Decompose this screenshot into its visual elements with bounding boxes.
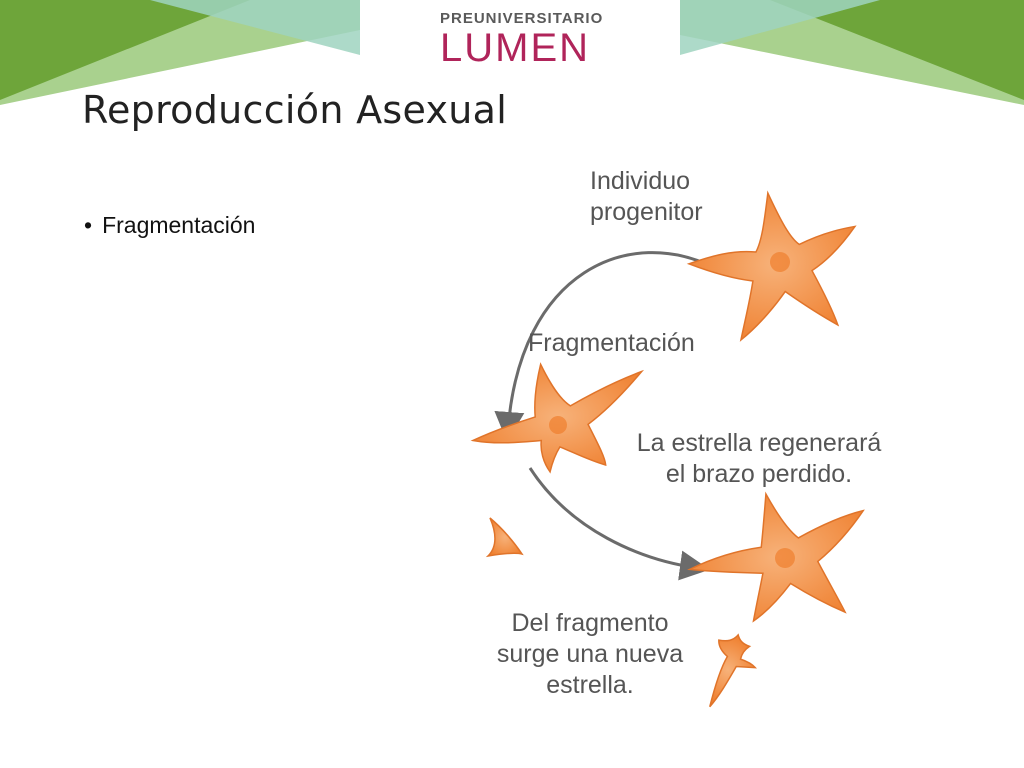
left-green-shape-dark [0,0,250,100]
label-parent: Individuo progenitor [590,166,703,228]
new-starfish-from-fragment [709,633,757,708]
bullet-text: Fragmentación [102,212,256,238]
right-teal-shape [680,0,880,55]
arrow-parent-to-fragment [494,251,716,442]
label-fragment-line2: surge una nueva [496,640,684,668]
diagram-graphics [470,190,865,708]
left-teal-shape [150,0,360,55]
fragmentation-diagram: Individuo progenitor Fragmentación La es… [440,150,890,720]
bullet-dot-icon: • [84,212,93,238]
label-fragment-line1: Del fragmento [511,609,669,637]
label-new-from-fragment: Del fragmento surge una nueva estrella. [490,608,690,701]
arrow-fragment-to-new-star [528,467,710,581]
fragmenting-starfish [470,362,645,474]
logo-top-text: PREUNIVERSITARIO [440,10,604,27]
right-green-shape-dark [770,0,1024,100]
parent-starfish [686,190,857,342]
label-fragmentation: Fragmentación [528,329,695,357]
label-parent-line1: Individuo [590,167,691,195]
lumen-logo: PREUNIVERSITARIO LUMEN [440,10,604,70]
detached-arm [485,517,524,558]
logo-main-text: LUMEN [440,26,591,70]
label-regen-line1: La estrella regenerará [636,429,882,457]
bullet-item: • Fragmentación [84,212,255,239]
label-regen-line2: el brazo perdido. [665,460,853,488]
header-decoration [0,0,1024,105]
label-fragment-line3: estrella. [546,671,634,699]
regenerated-starfish [687,491,865,623]
label-parent-line2: progenitor [590,198,703,226]
label-regeneration: La estrella regenerará el brazo perdido. [624,428,894,490]
slide-title: Reproducción Asexual [82,88,508,132]
